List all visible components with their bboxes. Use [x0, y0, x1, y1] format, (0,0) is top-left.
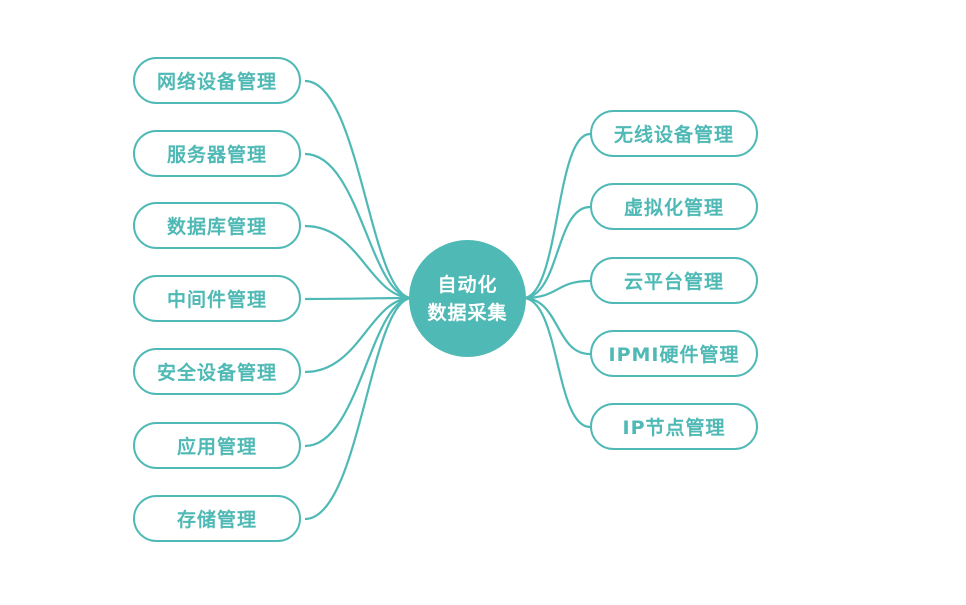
left-node-5: 应用管理 [133, 422, 301, 469]
right-node-2: 云平台管理 [590, 257, 758, 304]
right-connector [522, 279, 591, 300]
right-connector [522, 296, 591, 356]
node-label: IPMI硬件管理 [608, 344, 740, 366]
left-connector [304, 296, 413, 448]
node-label: 无线设备管理 [613, 124, 734, 146]
node-label: 云平台管理 [623, 271, 724, 293]
center-title-line2: 数据采集 [427, 301, 508, 324]
left-connector [304, 224, 413, 300]
node-label: 数据库管理 [166, 216, 267, 238]
left-connector [304, 296, 413, 521]
left-connector [304, 296, 413, 301]
center-node: 自动化 数据采集 [409, 240, 526, 357]
node-label: 虚拟化管理 [623, 197, 724, 219]
center-title-line1: 自动化 [437, 273, 498, 296]
node-label: 网络设备管理 [156, 71, 277, 93]
left-node-0: 网络设备管理 [133, 57, 301, 104]
node-label: 中间件管理 [166, 289, 267, 311]
left-node-6: 存储管理 [133, 495, 301, 542]
left-connector [304, 79, 413, 300]
left-connector [304, 296, 413, 374]
right-connector [522, 296, 591, 429]
right-connector [522, 132, 591, 300]
node-label: 应用管理 [176, 436, 257, 458]
right-node-3: IPMI硬件管理 [590, 330, 758, 377]
right-connector [522, 205, 591, 300]
left-node-1: 服务器管理 [133, 130, 301, 177]
left-connector [304, 152, 413, 300]
right-node-0: 无线设备管理 [590, 110, 758, 157]
left-node-2: 数据库管理 [133, 202, 301, 249]
node-label: 安全设备管理 [156, 362, 277, 384]
left-node-3: 中间件管理 [133, 275, 301, 322]
left-node-4: 安全设备管理 [133, 348, 301, 395]
right-node-4: IP节点管理 [590, 403, 758, 450]
node-label: 存储管理 [176, 509, 257, 531]
node-label: IP节点管理 [622, 417, 726, 439]
right-node-1: 虚拟化管理 [590, 183, 758, 230]
node-label: 服务器管理 [166, 144, 267, 166]
